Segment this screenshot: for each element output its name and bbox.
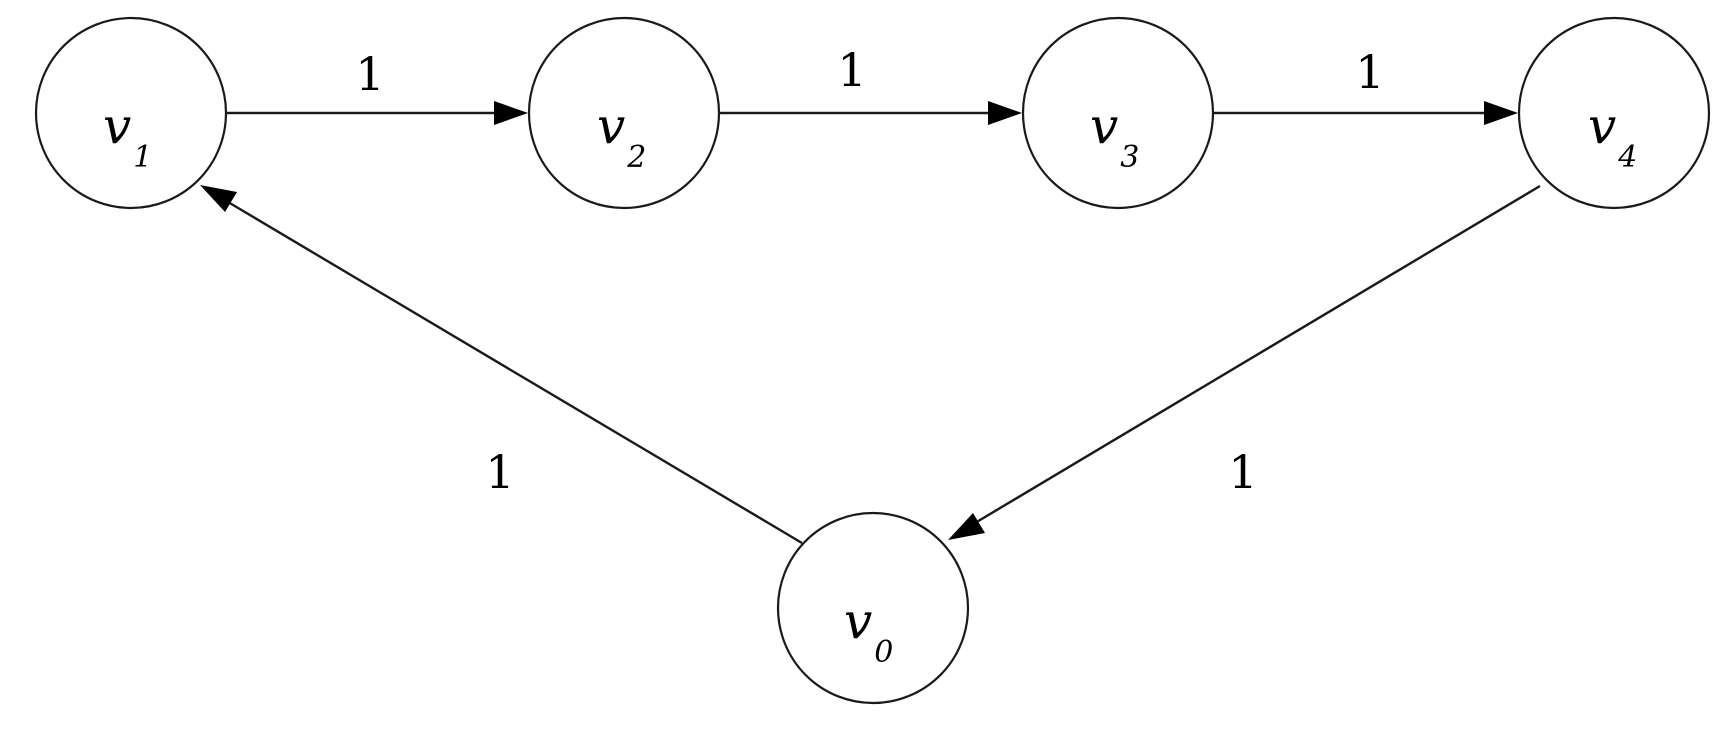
edge-weight-v4-v0: 1 (1228, 445, 1257, 499)
node-circle-v2 (527, 16, 721, 210)
edge-v4-v0 (974, 184, 1541, 525)
edge-weights: 1 1 1 1 1 (355, 43, 1384, 499)
node-circle-v4 (1517, 16, 1711, 210)
node-v1: v1 (34, 16, 228, 210)
edge-weight-v3-v4: 1 (1355, 45, 1384, 99)
node-v4: v4 (1517, 16, 1711, 210)
node-circle-v0 (776, 511, 970, 705)
node-label-v0: v0 (844, 592, 893, 670)
node-label-v3: v3 (1090, 97, 1139, 175)
arrowhead-v0-v1 (200, 185, 237, 212)
node-v3: v3 (1021, 16, 1215, 210)
node-v0: v0 (776, 511, 970, 705)
node-circle-v3 (1021, 16, 1215, 210)
node-label-v4: v4 (1588, 97, 1637, 175)
edge-v0-v1 (227, 200, 803, 545)
arrowhead-v3-v4 (1484, 101, 1518, 125)
node-v2: v2 (527, 16, 721, 210)
arrowhead-v4-v0 (948, 513, 985, 540)
node-label-v2: v2 (597, 97, 646, 175)
arrowhead-v2-v3 (988, 101, 1022, 125)
edge-weight-v1-v2: 1 (355, 47, 384, 101)
arrowhead-v1-v2 (494, 101, 528, 125)
edge-weight-v2-v3: 1 (837, 43, 866, 97)
edges (200, 101, 1541, 545)
node-circle-v1 (34, 16, 228, 210)
edge-weight-v0-v1: 1 (485, 445, 514, 499)
node-label-v1: v1 (103, 97, 152, 175)
